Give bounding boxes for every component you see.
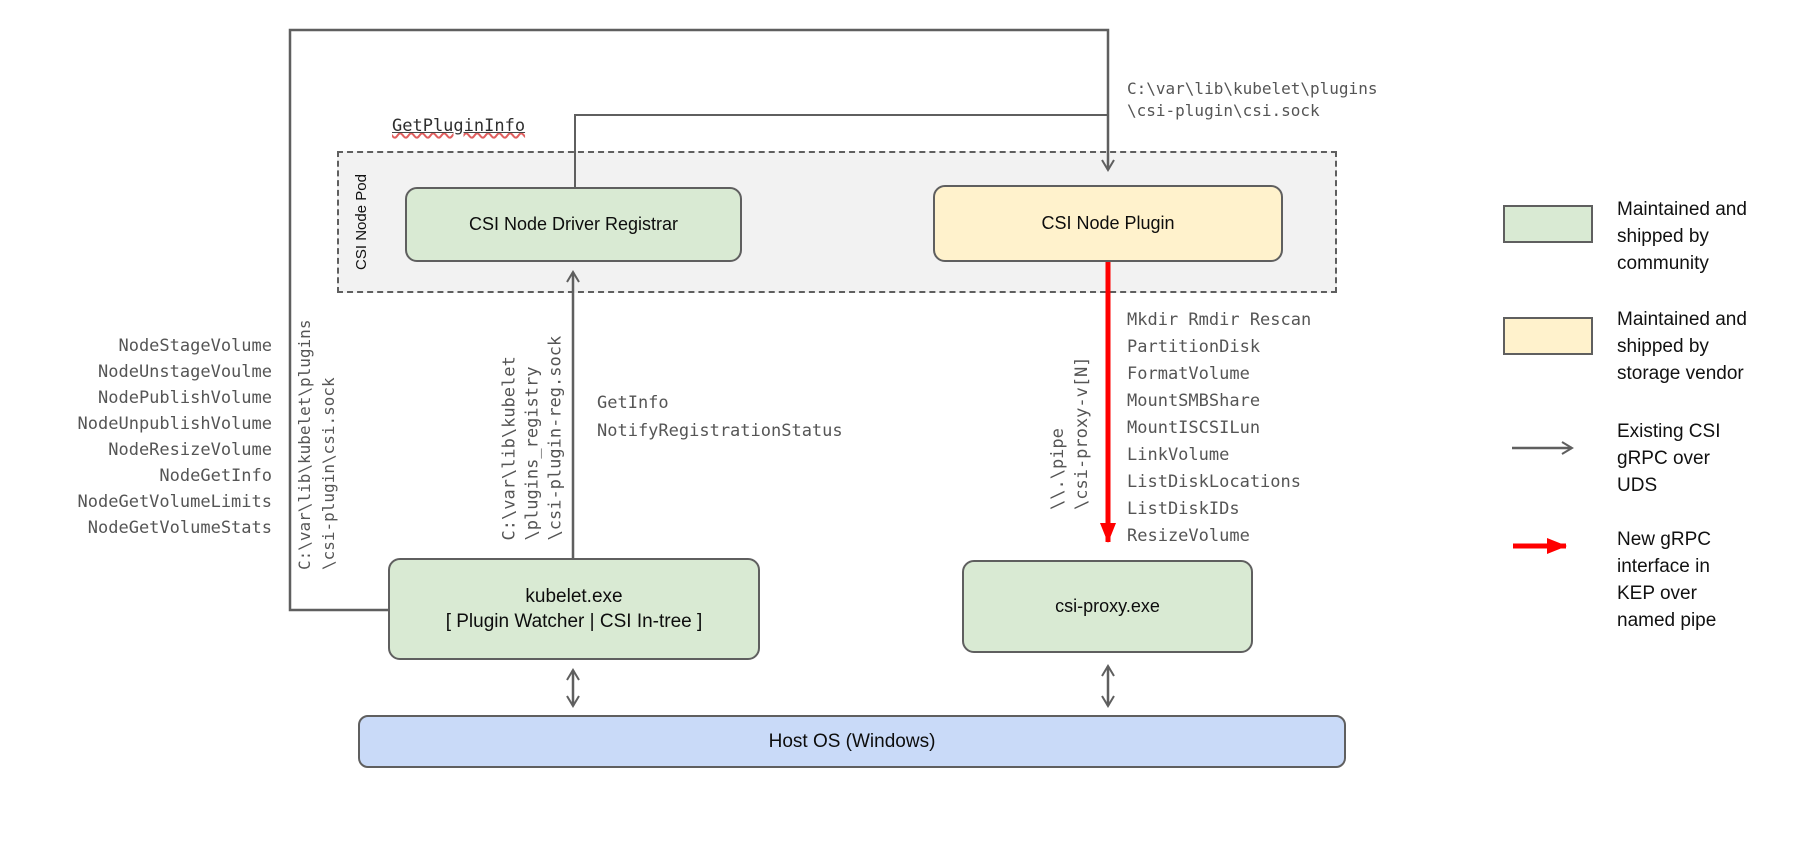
list-item: NodeGetInfo [159, 466, 272, 486]
legend-vendor-text: Maintained and shipped by storage vendor [1617, 309, 1747, 384]
legend-uds-text: Existing CSI gRPC over UDS [1617, 421, 1721, 496]
legend-community-swatch [1503, 205, 1593, 243]
list-item: MountISCSILun [1127, 418, 1261, 438]
host-os-label: Host OS (Windows) [768, 731, 936, 752]
legend-community-text: Maintained and shipped by community [1617, 199, 1747, 274]
list-item: ListDiskLocations [1127, 472, 1301, 492]
list-item: ResizeVolume [1127, 526, 1250, 546]
list-item: FormatVolume [1127, 364, 1250, 384]
registry-sock-path-label: C:\var\lib\kubelet \plugins_registry \cs… [499, 335, 566, 541]
list-item: PartitionDisk [1127, 337, 1261, 357]
kubelet-label-line1: kubelet.exe [525, 586, 623, 607]
csi-proxy-label: csi-proxy.exe [1055, 596, 1160, 616]
registration-methods-label: GetInfo NotifyRegistrationStatus [597, 393, 843, 441]
kubelet-label-line2: [ Plugin Watcher | CSI In-tree ] [445, 611, 703, 632]
plugin-label: CSI Node Plugin [1041, 213, 1175, 233]
registrar-label: CSI Node Driver Registrar [468, 214, 679, 234]
node-methods-list: NodeStageVolume NodeUnstageVoulme NodePu… [30, 333, 272, 541]
list-item: NodeGetVolumeLimits [77, 492, 272, 512]
node-kubelet: kubelet.exe [ Plugin Watcher | CSI In-tr… [388, 558, 760, 660]
legend-vendor-swatch [1503, 317, 1593, 355]
list-item: NodeResizeVolume [108, 440, 272, 460]
csi-node-pod-label: CSI Node Pod [353, 174, 370, 270]
list-item: NodeUnstageVoulme [98, 362, 272, 382]
get-plugin-info-label: GetPluginInfo [392, 116, 526, 136]
list-item: Mkdir Rmdir Rescan [1127, 310, 1312, 330]
list-item: NodeUnpublishVolume [77, 414, 272, 434]
node-csi-proxy: csi-proxy.exe [962, 560, 1253, 653]
list-item: ListDiskIDs [1127, 499, 1240, 519]
list-item: NodeGetVolumeStats [87, 518, 272, 538]
node-csi-node-plugin: CSI Node Plugin [933, 185, 1283, 262]
list-item: NodePublishVolume [98, 388, 272, 408]
named-pipe-path-label: \\.\pipe \csi-proxy-v[N] [1048, 356, 1092, 510]
list-item: LinkVolume [1127, 445, 1230, 465]
node-csi-node-driver-registrar: CSI Node Driver Registrar [405, 187, 742, 262]
proxy-methods-list: Mkdir Rmdir Rescan PartitionDisk FormatV… [1127, 307, 1457, 550]
csi-sock-path-label-top: C:\var\lib\kubelet\plugins \csi-plugin\c… [1127, 79, 1378, 120]
legend-named-pipe-text: New gRPC interface in KEP over named pip… [1617, 529, 1717, 631]
list-item: NodeStageVolume [118, 336, 272, 356]
csi-sock-path-label-left: C:\var\lib\kubelet\plugins \csi-plugin\c… [295, 319, 338, 570]
node-host-os: Host OS (Windows) [358, 715, 1346, 768]
list-item: MountSMBShare [1127, 391, 1261, 411]
